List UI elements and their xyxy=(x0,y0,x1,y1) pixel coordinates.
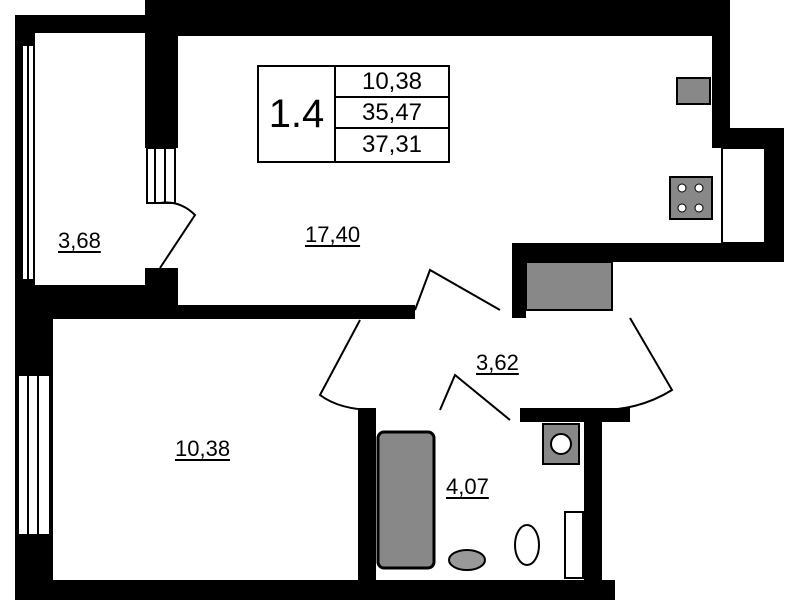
total-area-value: 35,47 xyxy=(336,98,448,129)
stove-icon xyxy=(669,176,713,220)
bedroom-area-label: 10,38 xyxy=(175,436,231,461)
bathtub-icon xyxy=(376,430,436,570)
hallway-area-label: 3,62 xyxy=(476,350,519,375)
living-kitchen-area-label: 17,40 xyxy=(305,222,361,247)
window-left-balcony xyxy=(21,44,35,281)
washbasin-icon xyxy=(448,549,486,571)
radiator-icon xyxy=(525,261,613,311)
walls xyxy=(15,0,784,600)
balcony-door xyxy=(146,147,197,269)
balcony-area-label: 3,68 xyxy=(58,228,101,253)
toilet-icon xyxy=(514,524,540,566)
sink-icon xyxy=(676,77,711,105)
apartment-number: 1.4 xyxy=(259,67,336,161)
apartment-info-table: 1.4 10,38 35,47 37,31 xyxy=(257,65,450,163)
bathroom-fixtures xyxy=(376,423,584,579)
kitchen-fixtures xyxy=(525,77,713,311)
window-bedroom xyxy=(17,374,51,536)
total-area-with-balcony-value: 37,31 xyxy=(361,130,423,158)
bathroom-area-label: 4,07 xyxy=(446,474,489,499)
door-swings xyxy=(318,147,766,421)
living-area-value: 10,38 xyxy=(336,67,448,98)
